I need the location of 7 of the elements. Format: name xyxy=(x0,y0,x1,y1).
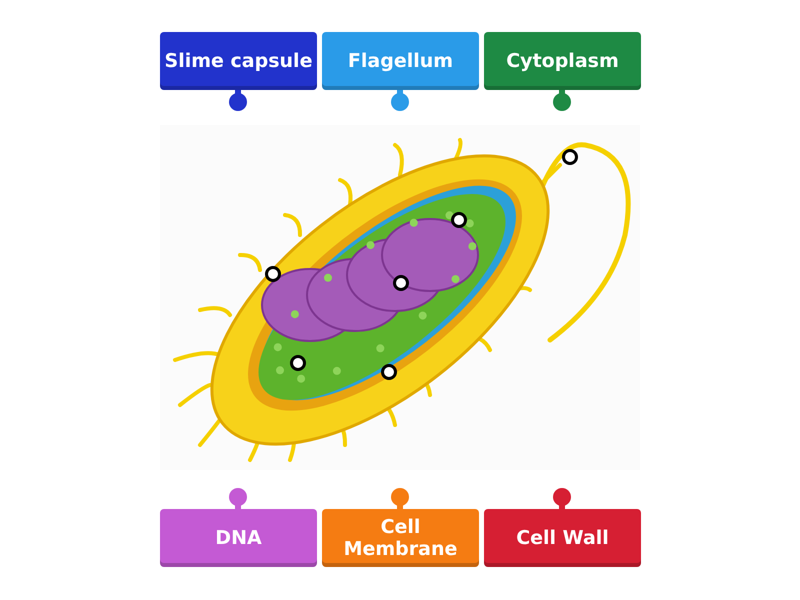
label-tile: Slime capsule xyxy=(160,32,317,90)
label-tile: Flagellum xyxy=(322,32,479,90)
label-tile: DNA xyxy=(160,509,317,567)
label-tile: Cytoplasm xyxy=(484,32,641,90)
hotspot-marker xyxy=(562,149,578,165)
label-tile: Cell Wall xyxy=(484,509,641,567)
label-tile: Cell Membrane xyxy=(322,509,479,567)
